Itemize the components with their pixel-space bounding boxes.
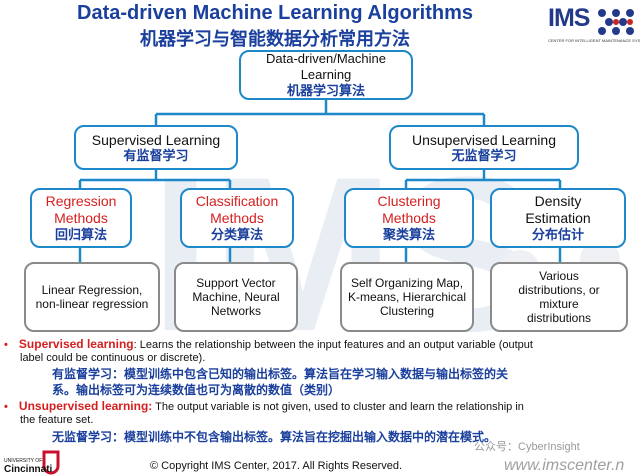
- bullet-icon: •: [4, 339, 8, 351]
- copyright-text: © Copyright IMS Center, 2017. All Rights…: [150, 460, 403, 472]
- clustering-node-label: Clustering Methods: [377, 193, 441, 226]
- supervised-node-label: Supervised Learning: [91, 131, 221, 148]
- university-label: UNIVERSITY OF: [4, 458, 43, 464]
- clustering-node-label-chinese: 聚类算法: [382, 227, 435, 242]
- unsupervised-description-1: The output variable is not given, used t…: [152, 401, 524, 413]
- clustering-node: Clustering Methods 聚类算法: [344, 188, 474, 248]
- classification-node: Classification Methods 分类算法: [180, 188, 294, 248]
- classification-node-label: Classification Methods: [195, 193, 279, 226]
- density-node-label-chinese: 分布估计: [531, 227, 584, 242]
- ims-logo-subtitle: CENTER FOR INTELLIGENT MAINTENANCE SYSTE…: [548, 38, 640, 43]
- unsupervised-note-continued: the feature set.: [20, 414, 94, 426]
- unsupervised-node: Unsupervised Learning 无监督学习: [389, 125, 579, 170]
- unsupervised-note-chinese: 无监督学习：模型训练中不包含输出标签。算法旨在挖掘出输入数据中的潜在模式。: [52, 430, 497, 444]
- regression-node-label: Regression Methods: [45, 193, 117, 226]
- uc-seal-icon: [42, 450, 60, 475]
- supervised-note: • Supervised learning: Learns the relati…: [4, 337, 634, 352]
- classification-examples-text: Support Vector Machine, Neural Networks: [192, 276, 280, 318]
- supervised-term: Supervised learning: [18, 337, 134, 351]
- ims-logo: IMS CENTER FOR INTELLIGENT MAINTENANCE S…: [548, 4, 640, 54]
- university-name: Cincinnati: [4, 464, 53, 475]
- unsupervised-note: • Unsupervised learning: The output vari…: [4, 399, 634, 414]
- root-node-label: Data-driven/Machine Learning: [266, 51, 386, 82]
- regression-node: Regression Methods 回归算法: [30, 188, 132, 248]
- clustering-examples-box: Self Organizing Map, K-means, Hierarchic…: [340, 262, 474, 332]
- university-of-cincinnati-logo: UNIVERSITY OF Cincinnati: [4, 448, 78, 476]
- classification-examples-box: Support Vector Machine, Neural Networks: [174, 262, 298, 332]
- density-examples-box: Various distributions, or mixture distri…: [490, 262, 628, 332]
- page-title: Data-driven Machine Learning Algorithms: [77, 2, 473, 24]
- unsupervised-node-label: Unsupervised Learning: [412, 131, 556, 148]
- supervised-note-chinese-1: 有监督学习：模型训练中包含已知的输出标签。算法旨在学习输入数据与输出标签的关: [52, 367, 509, 381]
- root-node-label-chinese: 机器学习算法: [286, 83, 365, 98]
- supervised-node: Supervised Learning 有监督学习: [74, 125, 238, 170]
- unsupervised-node-label-chinese: 无监督学习: [451, 147, 517, 163]
- bullet-icon: •: [4, 401, 8, 413]
- regression-examples-box: Linear Regression, non-linear regression: [24, 262, 160, 332]
- density-node-label: Density Estimation: [525, 193, 591, 226]
- regression-examples-text: Linear Regression, non-linear regression: [35, 283, 149, 311]
- page-title-chinese: 机器学习与智能数据分析常用方法: [140, 29, 410, 49]
- unsupervised-term: Unsupervised learning:: [18, 399, 153, 413]
- density-examples-text: Various distributions, or mixture distri…: [518, 269, 600, 325]
- classification-node-label-chinese: 分类算法: [210, 227, 263, 242]
- density-node: Density Estimation 分布估计: [490, 188, 626, 248]
- wechat-watermark: 公众号：CyberInsight: [474, 441, 580, 453]
- root-node: Data-driven/Machine Learning 机器学习算法: [239, 50, 413, 100]
- regression-node-label-chinese: 回归算法: [54, 227, 107, 242]
- clustering-examples-text: Self Organizing Map, K-means, Hierarchic…: [347, 276, 467, 318]
- website-watermark: www.imscenter.n: [504, 457, 625, 474]
- supervised-description-1: : Learns the relationship between the in…: [133, 339, 533, 351]
- ims-logo-text: IMS: [548, 4, 590, 32]
- supervised-note-chinese-2: 系。输出标签可为连续数值也可为离散的数值（类别）: [52, 383, 341, 397]
- supervised-note-continued: label could be continuous or discrete).: [20, 352, 206, 364]
- supervised-node-label-chinese: 有监督学习: [123, 147, 189, 163]
- ims-logo-dots-icon: [598, 9, 634, 35]
